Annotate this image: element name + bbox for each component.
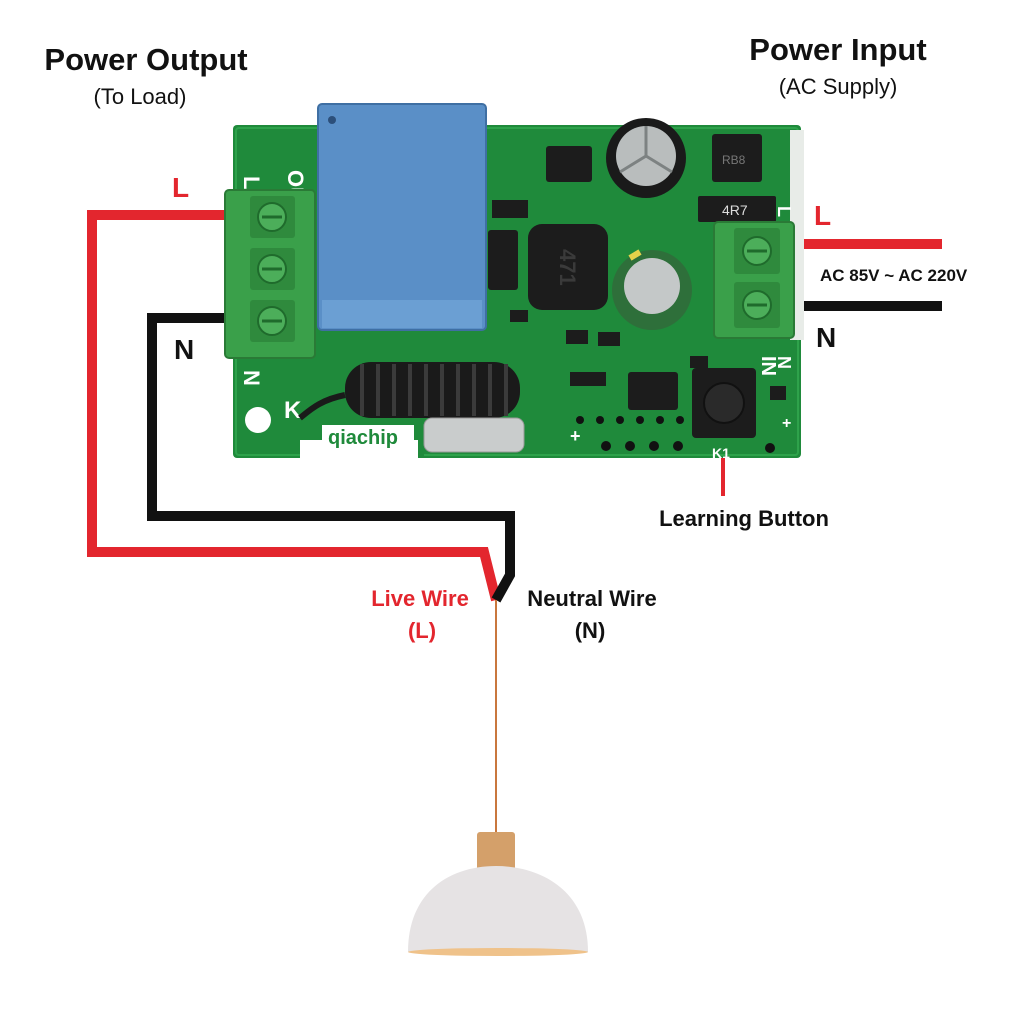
antenna-coil (298, 362, 520, 421)
output-live-label: L (172, 172, 190, 203)
neutral-wire-label: Neutral Wire (527, 586, 657, 611)
inductor: 471 (528, 224, 608, 310)
live-output-wire (87, 210, 501, 602)
plus-left-silk: + (570, 426, 581, 446)
crystal (423, 417, 525, 453)
power-input-subtitle: (AC Supply) (778, 74, 898, 99)
neutral-wire-sub: (N) (574, 618, 606, 643)
mounting-hole (245, 407, 271, 433)
output-terminal-block (224, 189, 316, 359)
brand-silk: qiachip (328, 427, 398, 449)
lamp-shade (408, 866, 588, 952)
in-silk: IN (757, 356, 779, 376)
svg-text:RB8: RB8 (722, 153, 746, 167)
in-l-silk: L (774, 206, 794, 217)
decoder-ic (628, 372, 678, 410)
svg-text:471: 471 (555, 249, 580, 286)
diode (488, 230, 518, 290)
input-live-label: L (814, 200, 832, 231)
relay (317, 103, 487, 331)
wires (87, 210, 942, 836)
k1-silk: K1 (712, 445, 730, 461)
plus-right-silk: + (782, 415, 791, 432)
power-output-subtitle: (To Load) (93, 84, 187, 109)
input-terminal-block (713, 221, 795, 339)
k-silk: K (284, 397, 302, 424)
neutral-output-wire (147, 313, 515, 603)
relay-board: OUT L N IN N L K qiachip + + (224, 103, 804, 461)
lamp-socket (477, 832, 515, 870)
live-wire-label: Live Wire (371, 586, 469, 611)
capacitor (606, 118, 686, 198)
output-neutral-label: N (174, 334, 195, 365)
learning-button[interactable] (692, 368, 756, 438)
capacitor-2 (612, 249, 692, 330)
ic-chip (546, 146, 592, 182)
input-neutral-label: N (816, 322, 837, 353)
bridge-rectifier: RB8 (712, 134, 762, 182)
ac-voltage-range: AC 85V ~ AC 220V (820, 266, 968, 285)
live-wire-sub: (L) (407, 618, 437, 643)
power-input-title: Power Input (749, 32, 927, 67)
out-l-silk: L (239, 176, 264, 189)
pendant-lamp (408, 832, 588, 956)
resistor-4r7: 4R7 (698, 196, 776, 222)
svg-text:4R7: 4R7 (722, 202, 748, 218)
out-n-silk: N (239, 370, 264, 386)
power-output-title: Power Output (44, 42, 248, 77)
learning-button-label: Learning Button (659, 506, 829, 531)
in-n-silk: N (774, 356, 794, 369)
